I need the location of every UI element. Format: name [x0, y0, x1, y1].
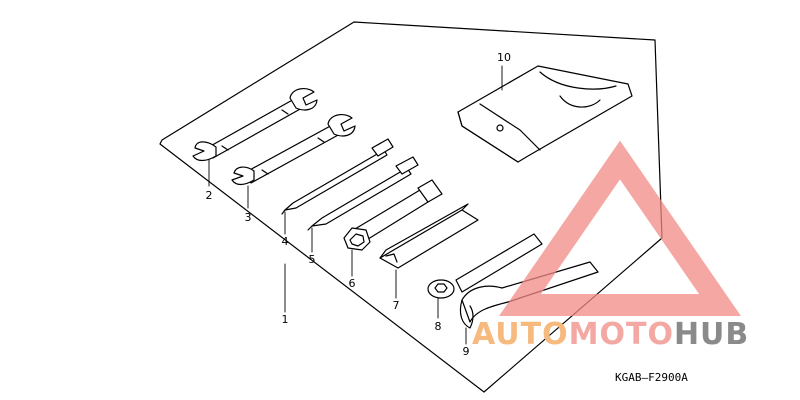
callout-2: 2 — [205, 189, 213, 202]
socket-wrench-6 — [343, 179, 443, 251]
tool-bag-10 — [457, 65, 633, 163]
watermark-logo — [499, 140, 741, 316]
callout-9: 9 — [462, 345, 470, 358]
leader-lines — [208, 65, 503, 345]
callout-5: 5 — [308, 253, 316, 266]
callout-10: 10 — [497, 51, 511, 64]
callout-6: 6 — [348, 277, 356, 290]
watermark-moto: MOTO — [568, 317, 674, 352]
callout-4: 4 — [281, 235, 289, 248]
watermark-hub: HUB — [673, 317, 750, 352]
ring-spanner-8 — [427, 233, 543, 299]
screwdriver-5 — [307, 156, 419, 231]
callout-3: 3 — [244, 211, 252, 224]
open-end-wrench-2 — [192, 88, 318, 162]
extension-bar-7 — [379, 203, 479, 269]
watermark-auto: AUTO — [472, 317, 569, 352]
callout-8: 8 — [434, 320, 442, 333]
watermark-text: AUTOMOTOHUB — [472, 318, 749, 352]
diagram-code: KGAB—F2900A — [615, 371, 688, 384]
callout-7: 7 — [392, 299, 400, 312]
callout-1: 1 — [281, 313, 289, 326]
open-end-wrench-3 — [231, 114, 356, 186]
screwdriver-4 — [281, 138, 394, 215]
